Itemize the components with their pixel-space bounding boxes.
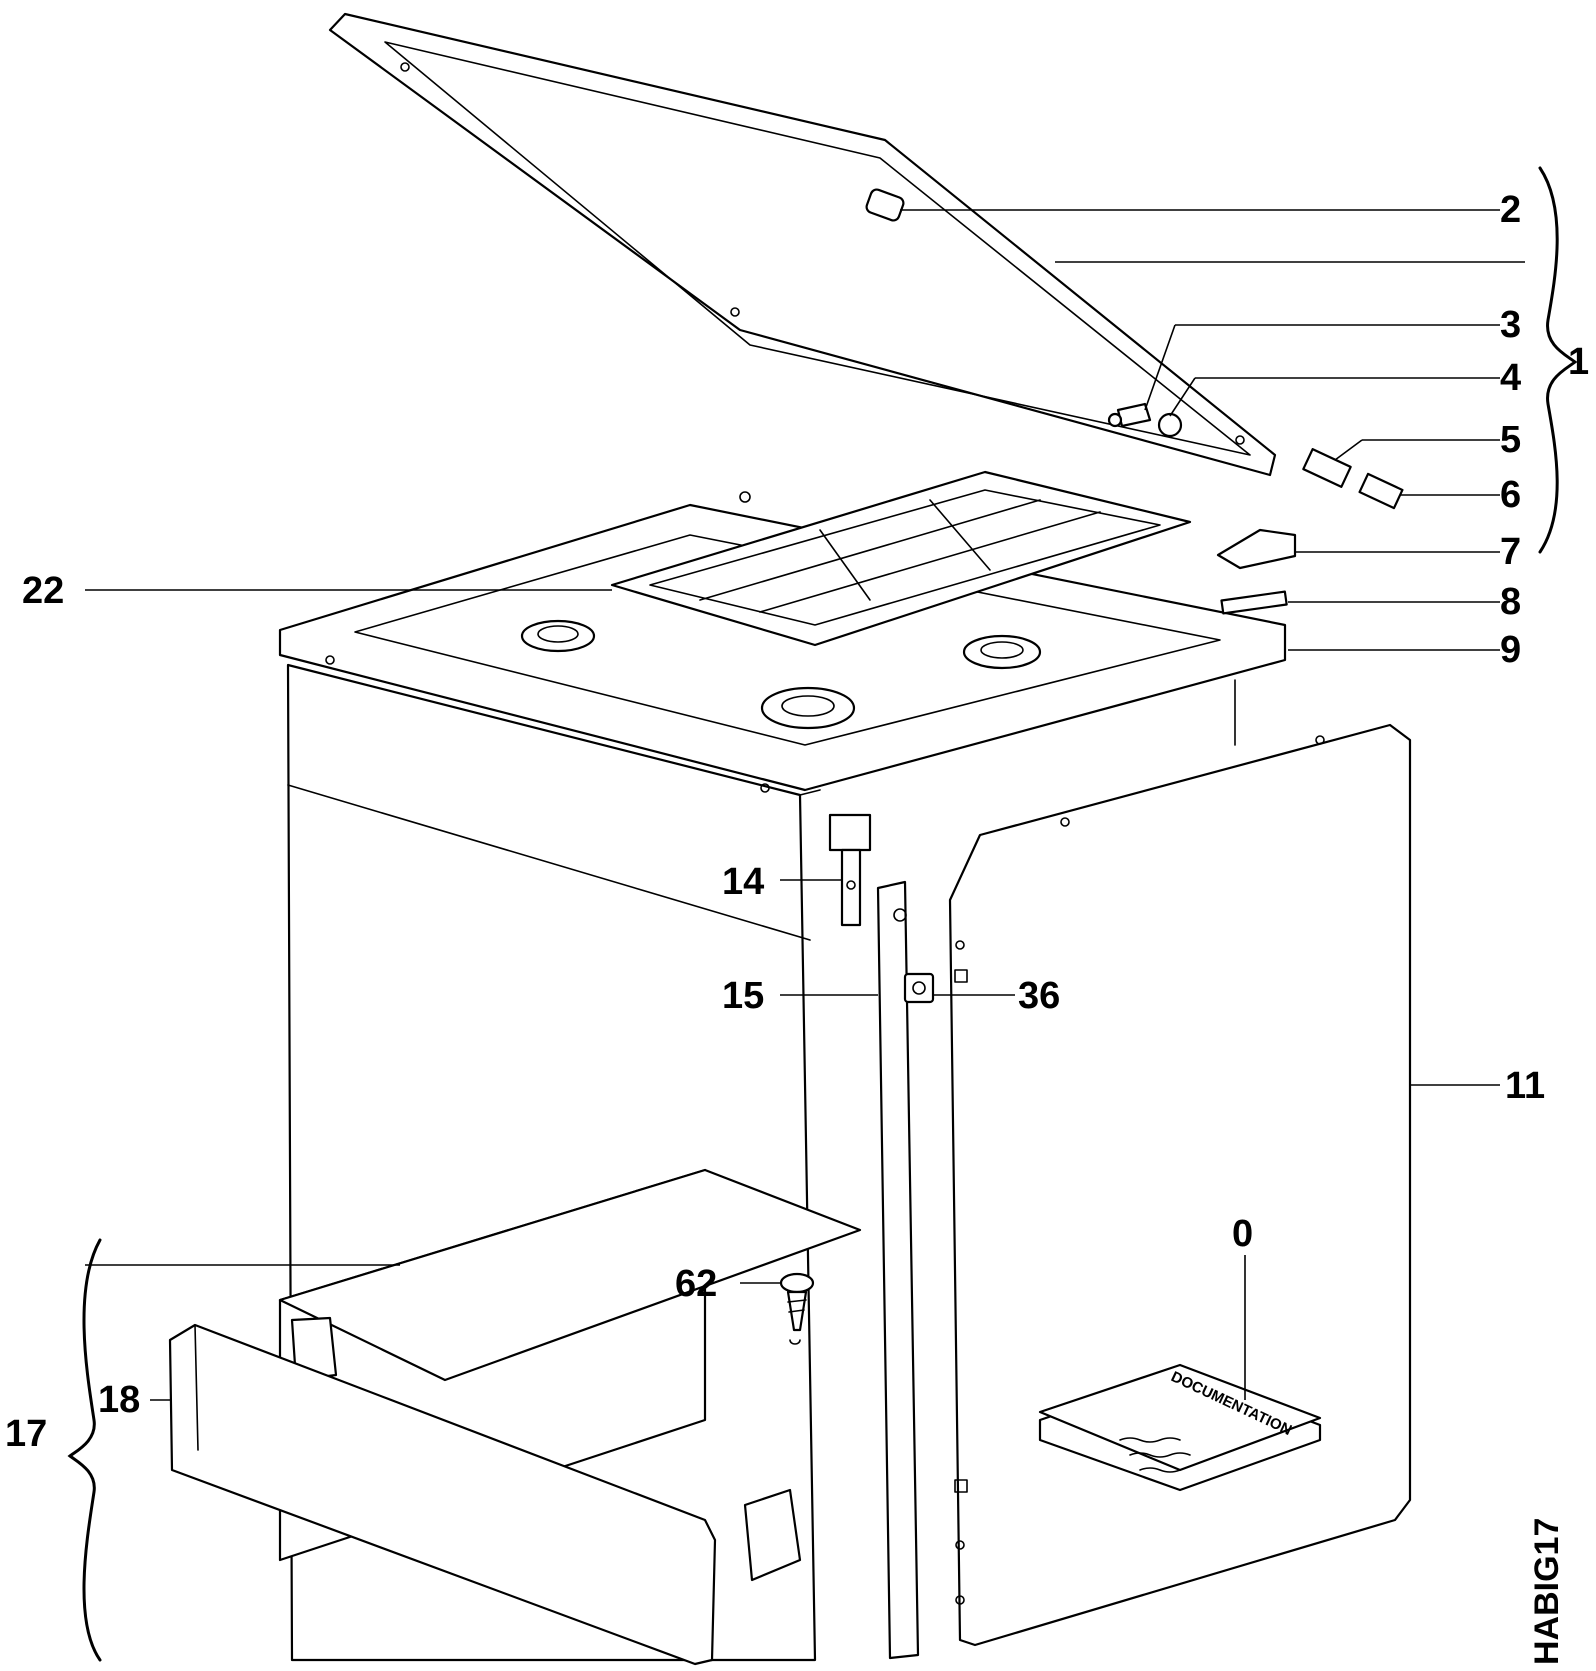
callout-1: 1 <box>1568 341 1589 383</box>
callout-15: 15 <box>722 975 764 1017</box>
pan-support <box>610 470 1192 647</box>
hinge-support <box>1220 590 1288 615</box>
callout-36: 36 <box>1018 975 1060 1017</box>
drawer-front-panel <box>168 1323 717 1666</box>
callout-6: 6 <box>1500 474 1521 516</box>
callout-9: 9 <box>1500 629 1521 671</box>
screw <box>779 1272 815 1345</box>
figure-code: HABIG17 <box>1528 1518 1566 1665</box>
callout-18: 18 <box>98 1379 140 1421</box>
side-rail <box>876 880 920 1660</box>
leader-lines <box>85 209 1525 1401</box>
callout-22: 22 <box>22 570 64 612</box>
callout-3: 3 <box>1500 304 1521 346</box>
hinge-clip <box>1358 472 1404 510</box>
side-panel <box>948 723 1412 1647</box>
lid <box>328 12 1277 477</box>
callout-2: 2 <box>1500 189 1521 231</box>
callout-4: 4 <box>1500 357 1521 399</box>
hinge-plate <box>1302 448 1352 488</box>
callout-62: 62 <box>675 1263 717 1305</box>
callout-17: 17 <box>5 1413 47 1455</box>
callout-5: 5 <box>1500 419 1521 461</box>
hinge-pin <box>1107 402 1152 428</box>
callout-8: 8 <box>1500 581 1521 623</box>
lid-handle <box>865 188 905 222</box>
hinge-bracket <box>1216 528 1297 570</box>
callout-11: 11 <box>1505 1065 1545 1107</box>
callout-0: 0 <box>1232 1213 1253 1255</box>
rail-clip <box>903 972 935 1004</box>
callout-14: 14 <box>722 861 764 903</box>
drawer-group-brace <box>67 1238 102 1662</box>
hinge-washer <box>1157 412 1183 438</box>
lid-group-brace <box>1538 166 1578 554</box>
side-hinge-bracket <box>828 813 872 927</box>
callout-7: 7 <box>1500 531 1521 573</box>
